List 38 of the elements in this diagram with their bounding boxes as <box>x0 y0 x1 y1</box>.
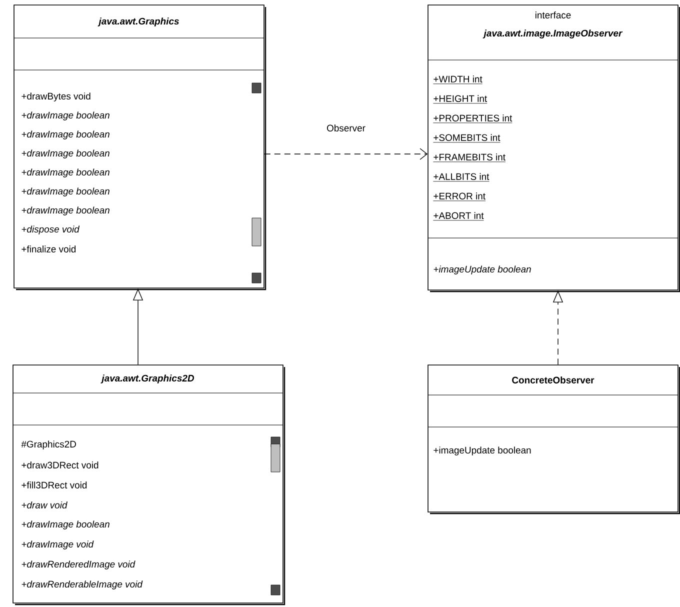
method-text: +drawImage boolean <box>22 168 110 178</box>
method-text: +imageUpdate boolean <box>434 266 531 274</box>
method-text: +drawImage boolean <box>22 188 110 196</box>
method-text: +draw3DRect void <box>22 462 98 468</box>
attribute-text: +HEIGHT int <box>433 95 488 104</box>
class-name: java.awt.Graphics <box>98 18 179 26</box>
stereotype-label: interface <box>536 12 571 18</box>
class-name: java.awt.Graphics2D <box>100 374 194 384</box>
attribute-text: +ERROR int <box>433 192 486 202</box>
class-name: ConcreteObserver <box>512 376 594 384</box>
method-text: +drawImage void <box>22 540 94 550</box>
class-box <box>428 364 680 514</box>
class-box <box>12 364 286 606</box>
class-box <box>14 4 266 290</box>
attribute-text: +PROPERTIES int <box>433 114 512 124</box>
attribute-text: +FRAMEBITS int <box>433 154 506 162</box>
attribute-text: +ABORT int <box>433 212 484 221</box>
attribute-text: +WIDTH int <box>433 76 483 84</box>
method-text: +drawImage boolean <box>22 150 110 158</box>
method-text: +drawBytes void <box>22 92 90 102</box>
method-text: +drawRenderedImage void <box>22 560 136 570</box>
method-text: +fill3DRect void <box>22 482 87 488</box>
method-text: +dispose void <box>22 226 80 234</box>
method-text: +drawImage boolean <box>22 130 110 140</box>
method-text: +drawImage boolean <box>22 112 110 120</box>
method-text: +drawImage boolean <box>22 206 110 216</box>
method-text: +drawRenderableImage void <box>22 580 143 590</box>
class-box <box>428 4 680 292</box>
class-name: java.awt.image.ImageObserver <box>482 30 623 38</box>
method-text: +imageUpdate boolean <box>434 446 531 456</box>
dependency-arrow <box>264 148 428 160</box>
method-text: +draw void <box>22 502 68 508</box>
method-text: +finalize void <box>22 246 76 252</box>
attribute-text: +SOMEBITS int <box>433 134 500 143</box>
method-text: #Graphics2D <box>21 440 76 450</box>
attribute-text: +ALLBITS int <box>433 173 490 182</box>
edge-label: Observer <box>324 122 368 134</box>
method-text: +drawImage boolean <box>22 520 110 530</box>
